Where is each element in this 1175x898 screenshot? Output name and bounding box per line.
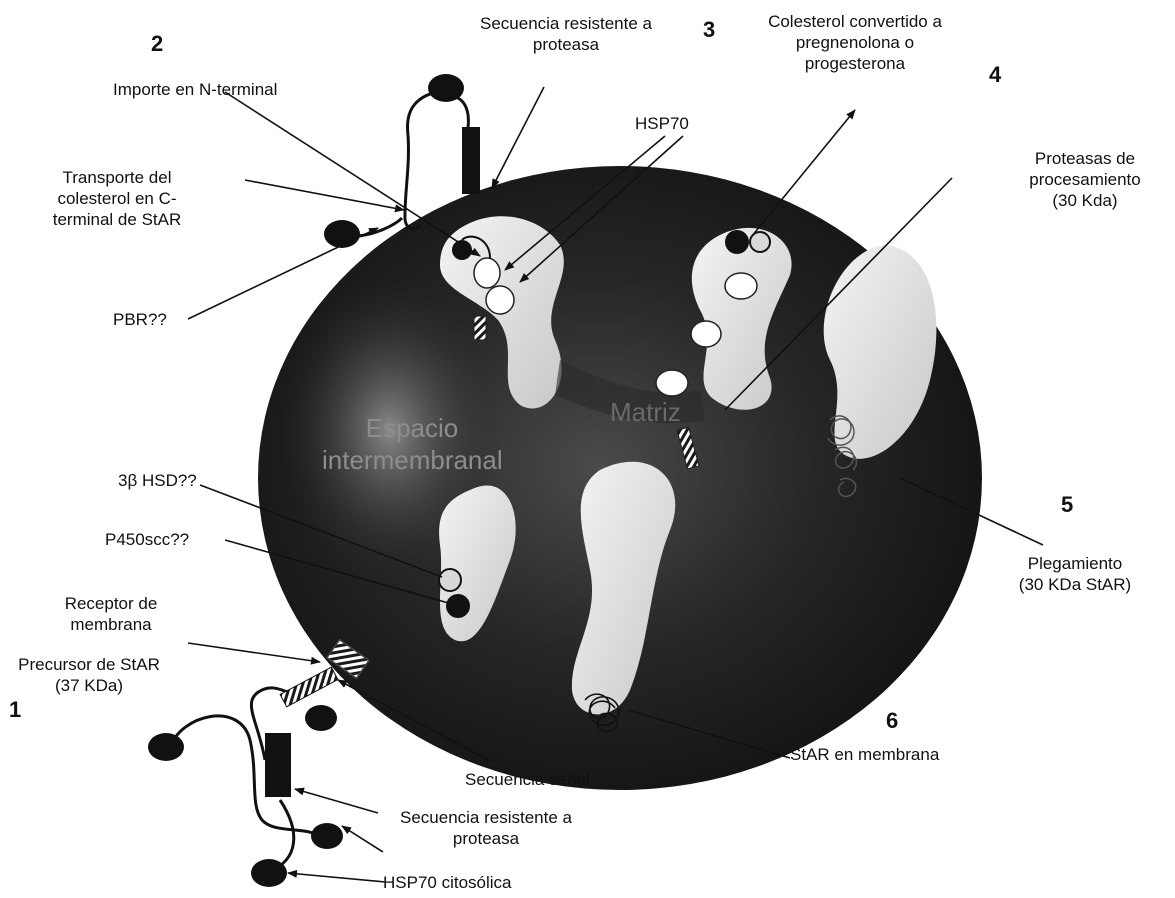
protease-resistant-bottom bbox=[265, 733, 291, 797]
label-line: terminal de StAR bbox=[37, 209, 197, 230]
step-number: 6 bbox=[886, 708, 898, 734]
hsp70-protein bbox=[691, 321, 721, 347]
label-line: Proteasas de bbox=[1010, 148, 1160, 169]
step-number: 3 bbox=[703, 17, 715, 43]
hsp70-protein bbox=[486, 286, 514, 314]
label-plegamiento: Plegamiento (30 KDa StAR) bbox=[995, 553, 1155, 595]
step-number: 1 bbox=[9, 697, 21, 723]
label-line: membrana bbox=[36, 614, 186, 635]
label-pbr: PBR?? bbox=[113, 309, 167, 330]
pointer-receptor bbox=[188, 643, 320, 662]
label-line: Precursor de StAR bbox=[4, 654, 174, 675]
step-number: 2 bbox=[151, 31, 163, 57]
label-line: progesterona bbox=[735, 53, 975, 74]
protein-ring bbox=[439, 569, 461, 591]
hsp70-protein bbox=[725, 273, 757, 299]
label-line: Espacio bbox=[322, 412, 502, 444]
import-chain-left bbox=[357, 218, 402, 236]
label-line: intermembranal bbox=[322, 444, 502, 476]
label-espacio-intermembranal: Espacio intermembranal bbox=[322, 412, 502, 476]
label-hsp70: HSP70 bbox=[635, 113, 689, 134]
label-importe-n-terminal: Importe en N-terminal bbox=[113, 79, 277, 100]
pointer-protease-top bbox=[492, 87, 544, 188]
label-line: proteasa bbox=[446, 34, 686, 55]
hsp70-top bbox=[428, 74, 464, 102]
protein-dark bbox=[725, 230, 749, 254]
label-secuencia-senal: Secuencia señal bbox=[465, 769, 590, 790]
hsp70-top-left bbox=[324, 220, 360, 248]
label-matriz: Matriz bbox=[610, 396, 681, 428]
label-line: pregnenolona o bbox=[735, 32, 975, 53]
step-number: 5 bbox=[1061, 492, 1073, 518]
label-p450scc: P450scc?? bbox=[105, 529, 189, 550]
label-line: proteasa bbox=[366, 828, 606, 849]
label-secuencia-resistente-top: Secuencia resistente a proteasa bbox=[446, 13, 686, 55]
label-receptor-membrana: Receptor de membrana bbox=[36, 593, 186, 635]
label-line: procesamiento bbox=[1010, 169, 1160, 190]
precursor-chain bbox=[170, 716, 320, 838]
protein-dark bbox=[446, 594, 470, 618]
label-line: Transporte del bbox=[37, 167, 197, 188]
label-proteasas-procesamiento: Proteasas de procesamiento (30 Kda) bbox=[1010, 148, 1160, 211]
pointer-hsp70-cyto2 bbox=[288, 873, 385, 882]
label-line: (30 KDa StAR) bbox=[995, 574, 1155, 595]
label-line: Secuencia resistente a bbox=[366, 807, 606, 828]
label-line: Colesterol convertido a bbox=[735, 11, 975, 32]
label-line: Secuencia resistente a bbox=[446, 13, 686, 34]
hsp70-protein bbox=[656, 370, 688, 396]
protein-dark bbox=[452, 240, 472, 260]
label-line: Plegamiento bbox=[995, 553, 1155, 574]
label-line: colesterol en C- bbox=[37, 188, 197, 209]
protease-resistant-top bbox=[462, 127, 480, 194]
label-line: (37 KDa) bbox=[4, 675, 174, 696]
label-line: (30 Kda) bbox=[1010, 190, 1160, 211]
pointer-transporte bbox=[245, 180, 404, 210]
step-number: 4 bbox=[989, 62, 1001, 88]
hsp70-cyto bbox=[251, 859, 287, 887]
hsp70-cyto bbox=[311, 823, 343, 849]
hsp70-cyto bbox=[148, 733, 184, 761]
signal-sequence-precursor bbox=[280, 667, 338, 707]
label-line: Receptor de bbox=[36, 593, 186, 614]
signal-sequence-inner bbox=[474, 316, 486, 340]
label-precursor-star: Precursor de StAR (37 KDa) bbox=[4, 654, 174, 696]
label-colesterol-convertido: Colesterol convertido a pregnenolona o p… bbox=[735, 11, 975, 74]
label-transporte-colesterol: Transporte del colesterol en C- terminal… bbox=[37, 167, 197, 230]
label-hsp70-citosolica: HSP70 citosólica bbox=[383, 872, 512, 893]
label-secuencia-resistente-bottom: Secuencia resistente a proteasa bbox=[366, 807, 606, 849]
hsp70-cyto bbox=[305, 705, 337, 731]
label-3b-hsd: 3β HSD?? bbox=[118, 470, 197, 491]
label-star-membrana: StAR en membrana bbox=[790, 744, 939, 765]
hsp70-protein bbox=[474, 258, 500, 288]
